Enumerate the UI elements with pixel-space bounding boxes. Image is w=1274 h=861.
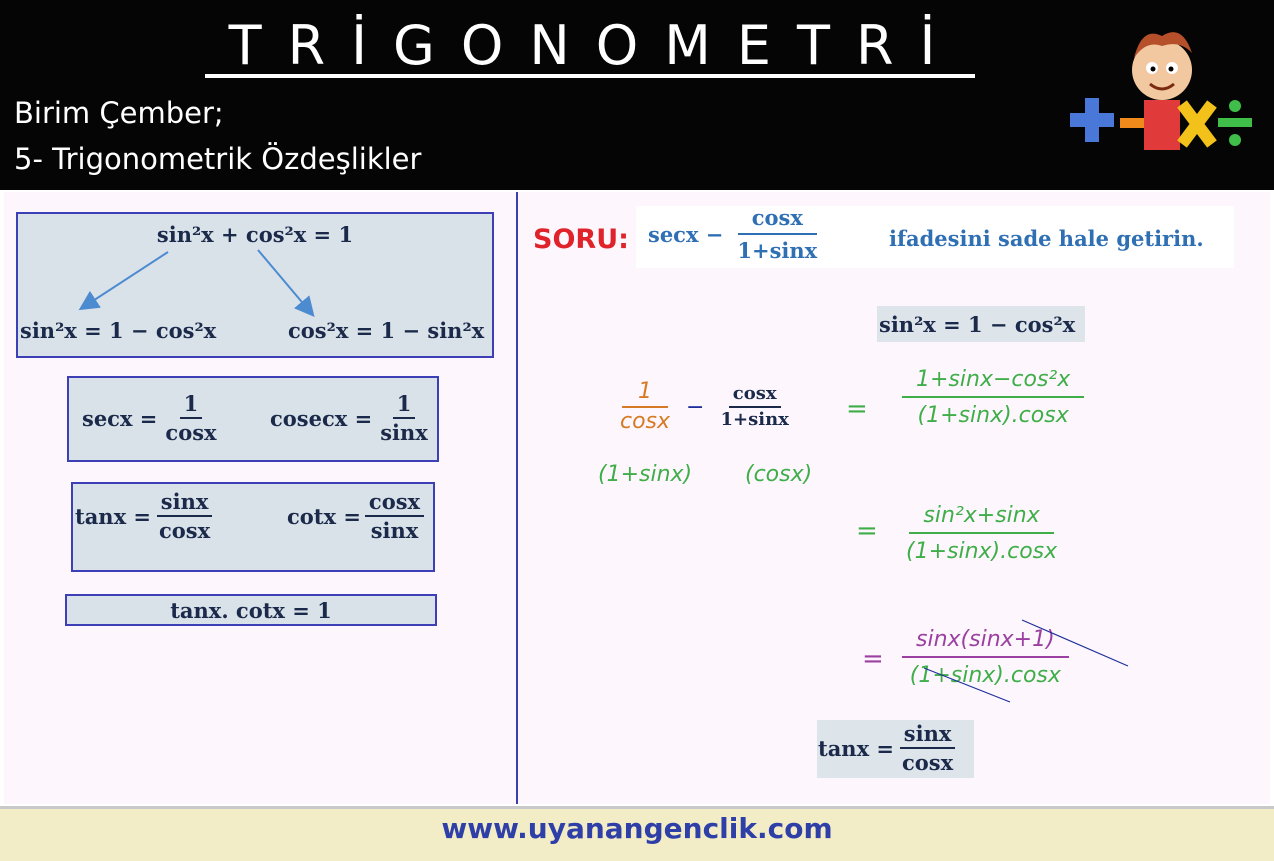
step2-denominator: (1+sinx).cosx	[906, 539, 1058, 565]
hint-identity: sin²x = 1 − cos²x	[879, 312, 1076, 337]
page-title: TRİGONOMETRİ	[228, 14, 962, 77]
step2-equals: =	[856, 516, 878, 546]
identity-cos2-derived: cos²x = 1 − sin²x	[288, 318, 485, 343]
tan-cot-product: tanx. cotx = 1	[170, 598, 332, 623]
cot-lhs: cotx =	[287, 503, 361, 529]
step2-expression: sin²x+sinx (1+sinx).cosx	[898, 503, 1065, 565]
step1-b-numerator: cosx	[728, 384, 781, 409]
sec-identity: secx = 1 cosx	[82, 392, 225, 444]
math-cartoon-icon	[1070, 32, 1252, 150]
result-numerator: sinx	[899, 722, 956, 750]
question-expression: secx − cosx 1+sinx	[648, 206, 825, 262]
result-fraction: sinx cosx	[898, 722, 957, 774]
cot-identity: cotx = cosx sinx	[287, 490, 428, 542]
cot-fraction: cosx sinx	[364, 490, 425, 544]
hint-box	[877, 306, 1085, 342]
sec-lhs: secx =	[82, 405, 158, 431]
sec-denominator: cosx	[165, 420, 217, 446]
minus-sign: −	[686, 394, 705, 420]
website-link[interactable]: www.uyanangenclik.com	[441, 812, 833, 845]
tan-numerator: sinx	[156, 490, 213, 518]
subtitle-unit-circle: Birim Çember;	[14, 96, 224, 130]
step1-lhs: 1 cosx − cosx 1+sinx	[612, 379, 797, 435]
step3-equals: =	[862, 644, 884, 674]
step1-fraction-b: cosx 1+sinx	[716, 384, 792, 430]
identity-arrows	[78, 249, 315, 318]
sec-numerator: 1	[179, 392, 203, 420]
tan-lhs: tanx =	[75, 503, 152, 529]
tan-identity: tanx = sinx cosx	[75, 490, 218, 542]
tan-fraction: sinx cosx	[155, 490, 214, 542]
step3-denominator: (1+sinx).cosx	[909, 663, 1061, 689]
step3-expression: sinx(sinx+1) (1+sinx).cosx	[898, 627, 1073, 689]
multiplier-b: (cosx)	[745, 462, 813, 487]
sec-fraction: 1 cosx	[161, 392, 220, 444]
pythagorean-identity-box	[16, 212, 494, 358]
title-underline	[205, 74, 975, 78]
step1-rhs-fraction: 1+sinx−cos²x (1+sinx).cosx	[902, 367, 1085, 429]
multiplier-a: (1+sinx)	[598, 462, 693, 487]
subtitle-identities: 5- Trigonometrik Özdeşlikler	[14, 142, 422, 176]
step1-a-denominator: cosx	[620, 409, 671, 435]
step2-numerator: sin²x+sinx	[909, 503, 1054, 535]
tan-cot-box	[71, 482, 435, 572]
cosec-denominator: sinx	[380, 420, 428, 446]
identity-sin2-cos2: sin²x + cos²x = 1	[156, 222, 354, 247]
question-fraction: cosx 1+sinx	[733, 206, 821, 262]
footer-bar	[0, 806, 1274, 861]
step1-rhs: 1+sinx−cos²x (1+sinx).cosx	[898, 367, 1088, 429]
step1-rhs-numerator: 1+sinx−cos²x	[902, 367, 1085, 399]
step1-equals: =	[846, 394, 868, 424]
result-expression: tanx = sinx cosx	[818, 722, 961, 774]
step1-fraction-a: 1 cosx	[616, 379, 674, 435]
question-box	[636, 206, 1234, 268]
tan-cot-product-box	[65, 594, 437, 626]
panel-divider	[516, 192, 518, 804]
soru-label: SORU:	[533, 224, 629, 255]
tan-denominator: cosx	[159, 518, 211, 544]
question-text: ifadesini sade hale getirin.	[889, 226, 1204, 251]
question-denominator: 1+sinx	[737, 238, 818, 264]
question-expr-lhs: secx −	[648, 221, 724, 247]
step1-rhs-denominator: (1+sinx).cosx	[917, 403, 1069, 429]
question-numerator: cosx	[737, 206, 817, 236]
identity-sin2-derived: sin²x = 1 − cos²x	[20, 318, 217, 343]
step2-fraction: sin²x+sinx (1+sinx).cosx	[902, 503, 1061, 565]
result-lhs: tanx =	[818, 735, 895, 761]
step3-fraction: sinx(sinx+1) (1+sinx).cosx	[902, 627, 1069, 689]
step1-a-numerator: 1	[622, 379, 669, 409]
cot-numerator: cosx	[364, 490, 425, 518]
cosec-numerator: 1	[392, 392, 416, 420]
cosec-lhs: cosecx =	[270, 405, 373, 431]
header-banner	[0, 0, 1274, 190]
sec-cosec-box	[67, 376, 439, 462]
cosec-identity: cosecx = 1 sinx	[270, 392, 436, 444]
cosec-fraction: 1 sinx	[376, 392, 432, 444]
cancel-strokes	[923, 619, 1129, 703]
cot-denominator: sinx	[370, 518, 419, 544]
result-denominator: cosx	[902, 750, 954, 776]
step1-b-denominator: 1+sinx	[720, 409, 789, 431]
step3-numerator: sinx(sinx+1)	[902, 627, 1069, 659]
